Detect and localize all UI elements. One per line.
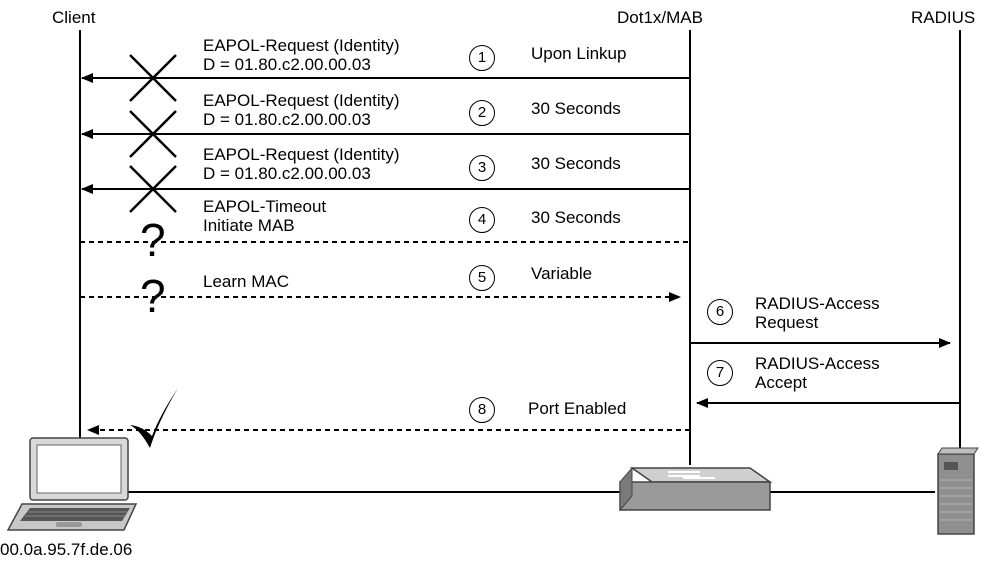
client-mac-address: 00.0a.95.7f.de.06 bbox=[0, 540, 133, 559]
switch-label: Dot1x/MAB bbox=[617, 8, 703, 27]
step-4-detail: Initiate MAB bbox=[203, 216, 295, 235]
step-7-message: RADIUS-Access bbox=[755, 354, 880, 373]
step-2-message: EAPOL-Request (Identity) bbox=[203, 91, 400, 110]
step-1-message: EAPOL-Request (Identity) bbox=[203, 36, 400, 55]
step-4-number: 4 bbox=[469, 207, 495, 233]
step-5-number: 5 bbox=[469, 265, 495, 291]
step-5-message: Learn MAC bbox=[203, 272, 289, 291]
step-1-number: 1 bbox=[469, 45, 495, 71]
step-2-address: D = 01.80.c2.00.00.03 bbox=[203, 110, 371, 129]
step-2-timing: 30 Seconds bbox=[531, 99, 621, 118]
check-mark-icon bbox=[130, 388, 178, 448]
radius-server-icon bbox=[937, 447, 979, 535]
step-1-address: D = 01.80.c2.00.00.03 bbox=[203, 55, 371, 74]
client-label: Client bbox=[52, 8, 96, 27]
step-7-detail: Accept bbox=[755, 373, 807, 392]
step-3-address: D = 01.80.c2.00.00.03 bbox=[203, 164, 371, 183]
blocked-x-mark-3 bbox=[129, 165, 177, 213]
step-4-message: EAPOL-Timeout bbox=[203, 197, 327, 216]
step-1-timing: Upon Linkup bbox=[531, 44, 627, 63]
step-3-number: 3 bbox=[469, 155, 495, 181]
step-6-number: 6 bbox=[707, 299, 733, 325]
step-8-number: 8 bbox=[469, 397, 495, 423]
radius-label: RADIUS bbox=[911, 8, 976, 27]
question-mark-2: ? bbox=[140, 270, 166, 322]
step-8-message: Port Enabled bbox=[528, 399, 627, 418]
step-7-number: 7 bbox=[707, 360, 733, 386]
laptop-icon bbox=[6, 437, 138, 531]
step-6-detail: Request bbox=[755, 313, 819, 332]
switch-icon bbox=[619, 466, 773, 512]
step-3-message: EAPOL-Request (Identity) bbox=[203, 145, 400, 164]
blocked-x-mark-2 bbox=[129, 110, 177, 158]
step-3-timing: 30 Seconds bbox=[531, 154, 621, 173]
step-2-number: 2 bbox=[469, 100, 495, 126]
question-mark-1: ? bbox=[140, 214, 166, 266]
step-5-timing: Variable bbox=[531, 264, 593, 283]
step-6-message: RADIUS-Access bbox=[755, 294, 880, 313]
blocked-x-mark-1 bbox=[129, 54, 177, 102]
step-4-timing: 30 Seconds bbox=[531, 208, 621, 227]
